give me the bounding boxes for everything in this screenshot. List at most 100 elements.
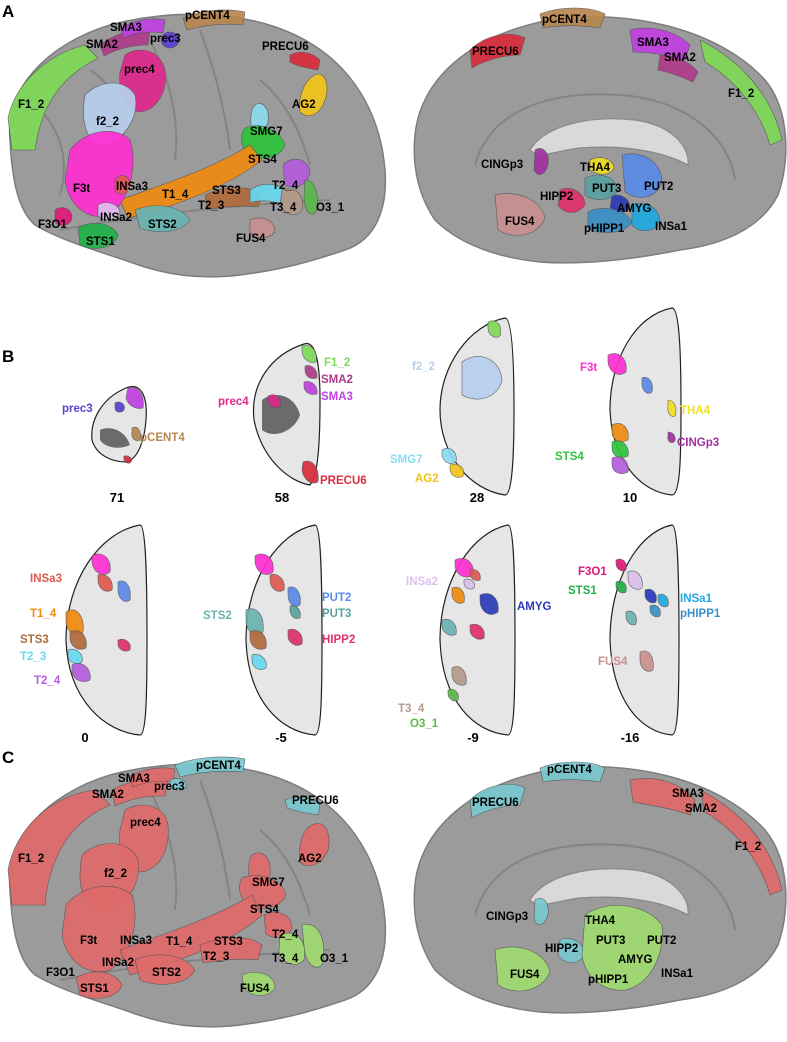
region-STS2 [134,205,191,233]
label-INSa3: INSa3 [116,181,148,193]
region-c-prec3 [169,778,187,791]
region-c-F1_2 [7,789,111,906]
region-m-F1_2 [699,39,783,146]
slice-number: -16 [621,730,640,745]
region-b28-f2_2 [461,356,503,400]
label-b-f2_2: f2_2 [412,361,435,373]
label-c-F1_2: F1_2 [18,853,44,865]
label-c-SMG7: SMG7 [252,877,285,889]
label-b-AG2: AG2 [415,473,439,485]
label-cm-HIPP2: HIPP2 [545,943,578,955]
slice-minus5: PUT2 PUT3 STS2 HIPP2 -5 [203,524,355,745]
label-c-O3_1: O3_1 [320,953,349,965]
region-SMA3 [119,18,166,39]
label-m-FUS4: FUS4 [505,216,535,228]
label-b-FUS4: FUS4 [598,656,628,668]
region-m-INSa1 [631,203,661,231]
label-cm-PUT3: PUT3 [596,935,625,947]
label-m-pHIPP1: pHIPP1 [584,223,625,235]
slice-number: -5 [275,730,287,745]
region-m-THA4 [589,157,615,175]
cingulate-sulcus [474,843,736,931]
slice-number: 0 [81,730,88,745]
slice-0-section [65,524,148,736]
region-b9-INSa3 [469,569,481,581]
label-c-F3O1: F3O1 [46,967,75,979]
panel-letter-a: A [2,2,14,21]
label-b-STS4: STS4 [555,451,584,463]
label-b-F1_2: F1_2 [324,357,350,369]
slice-71: prec3 pCENT4 71 [62,386,185,505]
label-T1_4: T1_4 [162,189,189,201]
region-b9-T3_4 [451,666,467,686]
label-O3_1: O3_1 [316,202,345,214]
region-b5-HIPP2 [287,629,303,646]
region-cm-PRECU6 [469,784,526,819]
region-c-O3_1 [301,923,325,968]
region-b58-prec4 [267,394,281,408]
label-FUS4: FUS4 [236,233,266,245]
label-F3O1: F3O1 [38,219,67,231]
panel-a-lateral-labels: SMA3 prec3 pCENT4 SMA2 PRECU6 prec4 F1_2… [18,10,345,248]
region-b9-AMYG [479,593,499,615]
sulcus [259,829,311,916]
label-c-T2_3: T2_3 [203,951,229,963]
slice-minus5-section [245,524,323,736]
region-b0-HIPP2 [117,638,131,652]
label-m-INSa1: INSa1 [655,221,688,233]
region-c-AG2 [299,823,330,866]
label-cm-PRECU6: PRECU6 [472,797,519,809]
label-c-F3t: F3t [80,935,97,947]
label-b-T2_4: T2_4 [34,675,61,687]
region-b5-STS3 [249,630,267,650]
panel-c-medial-labels: pCENT4 PRECU6 SMA3 SMA2 F1_2 CINGp3 THA4… [472,764,761,986]
region-m-SMA2 [657,54,699,83]
region-b58-SMA3 [303,381,318,395]
region-cm-FUS4 [494,946,551,992]
label-cm-THA4: THA4 [585,915,616,927]
label-prec4: prec4 [124,64,155,76]
label-m-F1_2: F1_2 [728,88,754,100]
region-b5-PUT3 [289,605,301,619]
label-b-INSa1: INSa1 [680,593,713,605]
region-c-STS3 [199,937,263,964]
label-c-FUS4: FUS4 [240,983,270,995]
region-b9-STS2 [441,619,457,636]
label-b-THA4: THA4 [680,405,711,417]
region-prec3 [160,31,180,49]
slice-number: 58 [275,490,289,505]
region-b58-SMA2 [304,365,318,379]
label-T2_4: T2_4 [272,180,299,192]
region-b10-STS4 [611,440,629,458]
label-b-PUT2: PUT2 [322,592,351,604]
region-b10-THA4 [667,399,677,417]
region-c-PRECU6 [284,796,321,816]
label-b-INSa3: INSa3 [30,573,62,585]
label-m-THA4: THA4 [580,162,611,174]
region-b16-F3O1 [615,558,627,572]
slice-0: INSa3 T1_4 STS3 T2_3 T2_4 0 [20,524,148,745]
label-c-prec4: prec4 [130,817,161,829]
label-cm-AMYG: AMYG [618,954,653,966]
label-b-T3_4: T3_4 [398,703,425,715]
panel-a-medial-brain [413,7,787,264]
label-m-CINGp3: CINGp3 [481,159,523,171]
region-INSa2 [97,202,121,220]
label-cm-F1_2: F1_2 [735,841,761,853]
region-m-PUT2 [621,153,663,198]
label-SMA2: SMA2 [86,39,118,51]
slice-minus9: INSa2 AMYG T3_4 O3_1 -9 [398,524,552,745]
label-c-T1_4: T1_4 [166,936,193,948]
region-c-pCENT4 [174,756,246,778]
panel-letter-b: B [2,347,14,366]
slice-minus16: F3O1 STS1 INSa1 pHIPP1 FUS4 -16 [568,524,721,745]
label-b-STS1: STS1 [568,585,597,597]
label-AG2: AG2 [292,99,316,111]
label-b-T1_4: T1_4 [30,608,57,620]
region-b16-STS2 [625,610,637,626]
region-b5-PUT2 [287,586,301,607]
region-c-T3_4 [278,932,306,965]
label-cm-CINGp3: CINGp3 [486,911,528,923]
label-f2_2: f2_2 [96,116,119,128]
